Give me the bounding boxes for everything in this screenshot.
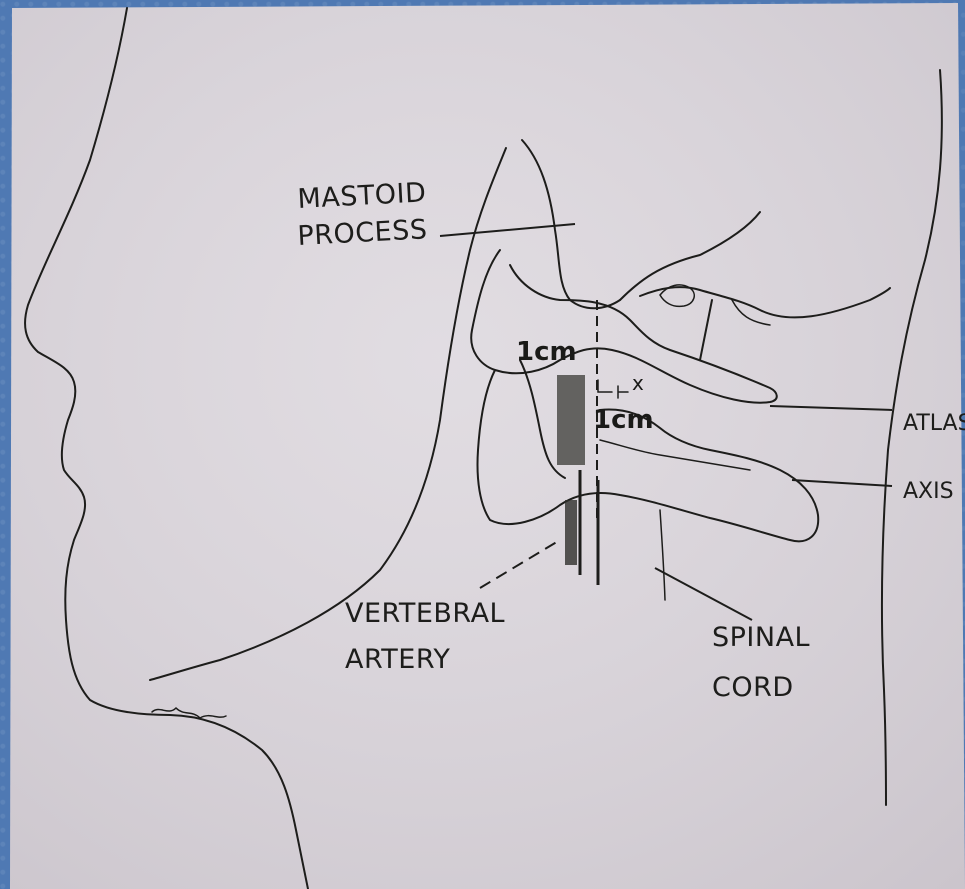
paper-shade [10, 3, 965, 889]
measurement-lower: 1cm [593, 405, 654, 435]
label-spinal-cord-line1: SPINAL [712, 622, 810, 653]
vertebral-artery-lower-shading [565, 500, 577, 565]
measurement-marker-x: x [632, 371, 644, 395]
label-atlas: ATLAS [903, 411, 965, 436]
label-spinal-cord-line2: CORD [712, 672, 794, 703]
vertebral-artery-shading [557, 375, 585, 465]
label-vertebral-artery-line1: VERTEBRAL [345, 598, 505, 629]
label-axis: AXIS [903, 479, 954, 504]
label-vertebral-artery-line2: ARTERY [345, 644, 450, 675]
measurement-upper: 1cm [516, 337, 577, 367]
